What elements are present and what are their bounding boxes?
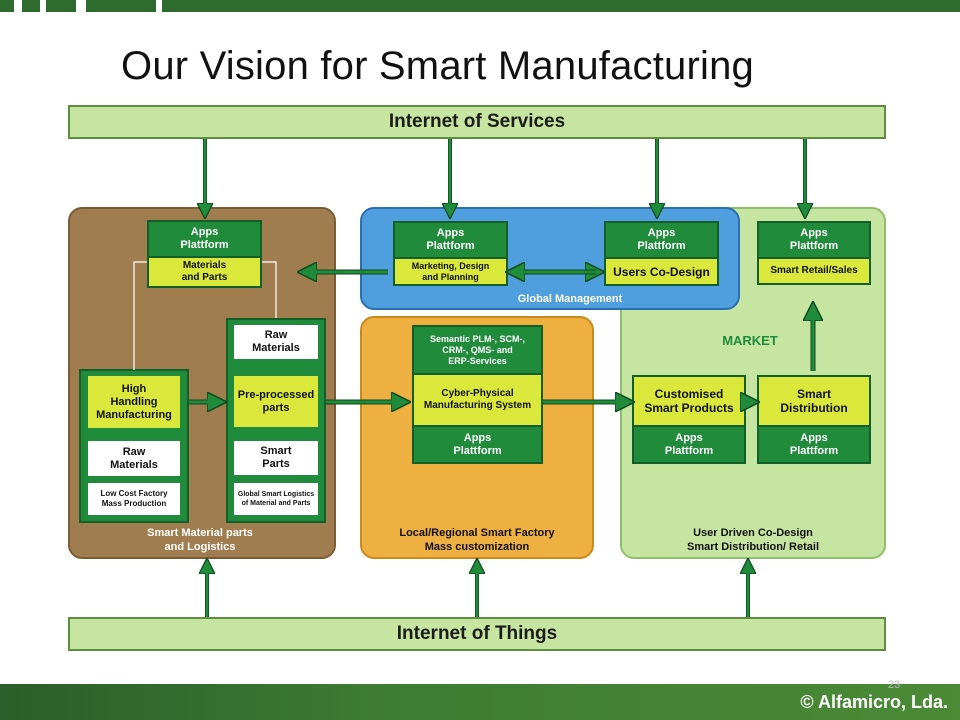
high-handling-box: High Handling Manufacturing bbox=[88, 376, 180, 428]
smart-retail-label: Smart Retail/Sales bbox=[770, 265, 858, 276]
marketing-label: Marketing, Design bbox=[411, 260, 490, 271]
customised-products-box: Customised Smart Products bbox=[632, 375, 746, 427]
factory-region-label-line: Mass customization bbox=[424, 541, 530, 553]
smart-parts-box: Smart Parts bbox=[234, 441, 318, 475]
apps-platform-box: Apps Plattform bbox=[757, 427, 871, 464]
platform-label: Plattform bbox=[789, 444, 839, 457]
market-region-label: User Driven Co-Design Smart Distribution… bbox=[640, 526, 866, 554]
apps-label: Apps bbox=[190, 226, 219, 238]
global-logistics-box: Global Smart Logistics of Material and P… bbox=[234, 483, 318, 515]
smart-material-label-line: Smart Material parts bbox=[147, 527, 253, 539]
thin-connector-line bbox=[262, 261, 277, 318]
raw-materials-box: Raw Materials bbox=[234, 325, 318, 359]
top-decor-block bbox=[0, 0, 14, 12]
platform-label: Plattform bbox=[789, 240, 839, 252]
smart-retail-box: Smart Retail/Sales bbox=[757, 259, 871, 285]
preprocessed-label: Pre-processed bbox=[237, 388, 315, 401]
apps-platform-box: Apps Plattform bbox=[757, 221, 871, 259]
preprocessed-parts-box: Pre-processed parts bbox=[234, 376, 318, 427]
planning-label: and Planning bbox=[422, 271, 479, 282]
smart-material-label-line: and Logistics bbox=[164, 541, 236, 553]
raw-materials-box: Raw Materials bbox=[88, 441, 180, 476]
manufacturing-label: Manufacturing bbox=[96, 408, 172, 421]
apps-label: Apps bbox=[675, 431, 703, 444]
thin-connector-line bbox=[133, 261, 147, 370]
internet-of-services-band: Internet of Services bbox=[68, 105, 886, 139]
parts-label: Parts bbox=[262, 458, 290, 470]
platform-label: Plattform bbox=[664, 444, 714, 457]
semantic-label: ERP-Services bbox=[448, 355, 507, 366]
global-management-label: Global Management bbox=[517, 293, 623, 305]
flow-arrows bbox=[189, 272, 813, 402]
market-label: MARKET bbox=[722, 333, 778, 348]
parts-label: and Parts bbox=[181, 272, 228, 283]
customised-label: Customised bbox=[654, 387, 724, 401]
low-cost-factory-box: Low Cost Factory Mass Production bbox=[88, 483, 180, 515]
materials-label: Materials bbox=[252, 342, 300, 354]
low-cost-label: Low Cost Factory bbox=[100, 489, 168, 498]
top-decor-block bbox=[86, 0, 156, 12]
high-label: High bbox=[121, 382, 147, 395]
semantic-services-box: Semantic PLM-, SCM-, CRM-, QMS- and ERP-… bbox=[412, 325, 543, 375]
market-region-label-line: User Driven Co-Design bbox=[693, 527, 813, 539]
marketing-design-box: Marketing, Design and Planning bbox=[393, 259, 508, 286]
apps-label: Apps bbox=[800, 431, 828, 444]
top-decor-block bbox=[22, 0, 40, 12]
apps-platform-box: Apps Plattform bbox=[604, 221, 719, 259]
smart-material-label: Smart Material parts and Logistics bbox=[100, 526, 300, 554]
materials-label: Materials bbox=[182, 260, 227, 271]
distribution-label: Distribution bbox=[780, 401, 848, 415]
apps-platform-box: Apps Plattform bbox=[412, 427, 543, 464]
handling-label: Handling bbox=[110, 395, 158, 408]
platform-label: Plattform bbox=[453, 444, 502, 457]
semantic-label: Semantic PLM-, SCM-, bbox=[429, 333, 525, 344]
smart-products-label: Smart Products bbox=[644, 401, 734, 415]
copyright-text: © Alfamicro, Lda. bbox=[800, 692, 948, 712]
materials-and-parts-box: Materials and Parts bbox=[147, 258, 262, 288]
page-number: 23 bbox=[888, 679, 901, 691]
semantic-label: CRM-, QMS- and bbox=[442, 344, 513, 355]
platform-label: Plattform bbox=[180, 239, 229, 251]
top-decor-block bbox=[162, 0, 960, 12]
users-codesign-box: Users Co-Design bbox=[604, 259, 719, 286]
apps-label: Apps bbox=[463, 431, 492, 444]
material-parts-label: of Material and Parts bbox=[241, 500, 311, 507]
smart-label: Smart bbox=[260, 445, 292, 457]
apps-label: Apps bbox=[647, 227, 676, 239]
footer-bar bbox=[0, 684, 960, 720]
factory-region-label-line: Local/Regional Smart Factory bbox=[399, 527, 555, 539]
users-codesign-label: Users Co-Design bbox=[613, 264, 710, 279]
cps-label: Manufacturing System bbox=[423, 400, 532, 411]
apps-platform-box: Apps Plattform bbox=[393, 221, 508, 259]
services-down-arrows bbox=[205, 139, 805, 212]
cyber-physical-box: Cyber-Physical Manufacturing System bbox=[412, 375, 543, 427]
mass-production-label: Mass Production bbox=[101, 499, 167, 508]
thin-connector-lines bbox=[133, 261, 277, 370]
top-decor-bar bbox=[0, 0, 960, 12]
raw-label: Raw bbox=[122, 445, 146, 458]
top-decor-block bbox=[46, 0, 76, 12]
platform-label: Plattform bbox=[637, 240, 686, 252]
apps-label: Apps bbox=[800, 227, 828, 239]
apps-label: Apps bbox=[436, 227, 465, 239]
market-region-label-line: Smart Distribution/ Retail bbox=[686, 541, 820, 553]
cps-label: Cyber-Physical bbox=[441, 388, 514, 399]
apps-platform-box: Apps Plattform bbox=[632, 427, 746, 464]
raw-label: Raw bbox=[264, 329, 288, 341]
parts-label: parts bbox=[262, 401, 290, 414]
internet-of-things-band: Internet of Things bbox=[68, 617, 886, 651]
slide-title: Our Vision for Smart Manufacturing bbox=[121, 44, 754, 88]
factory-region-label: Local/Regional Smart Factory Mass custom… bbox=[372, 526, 582, 554]
global-logistics-label: Global Smart Logistics bbox=[237, 491, 315, 498]
smart-label: Smart bbox=[796, 387, 831, 401]
platform-label: Plattform bbox=[426, 240, 475, 252]
smart-distribution-box: Smart Distribution bbox=[757, 375, 871, 427]
materials-label: Materials bbox=[110, 458, 158, 471]
apps-platform-box: Apps Plattform bbox=[147, 220, 262, 258]
